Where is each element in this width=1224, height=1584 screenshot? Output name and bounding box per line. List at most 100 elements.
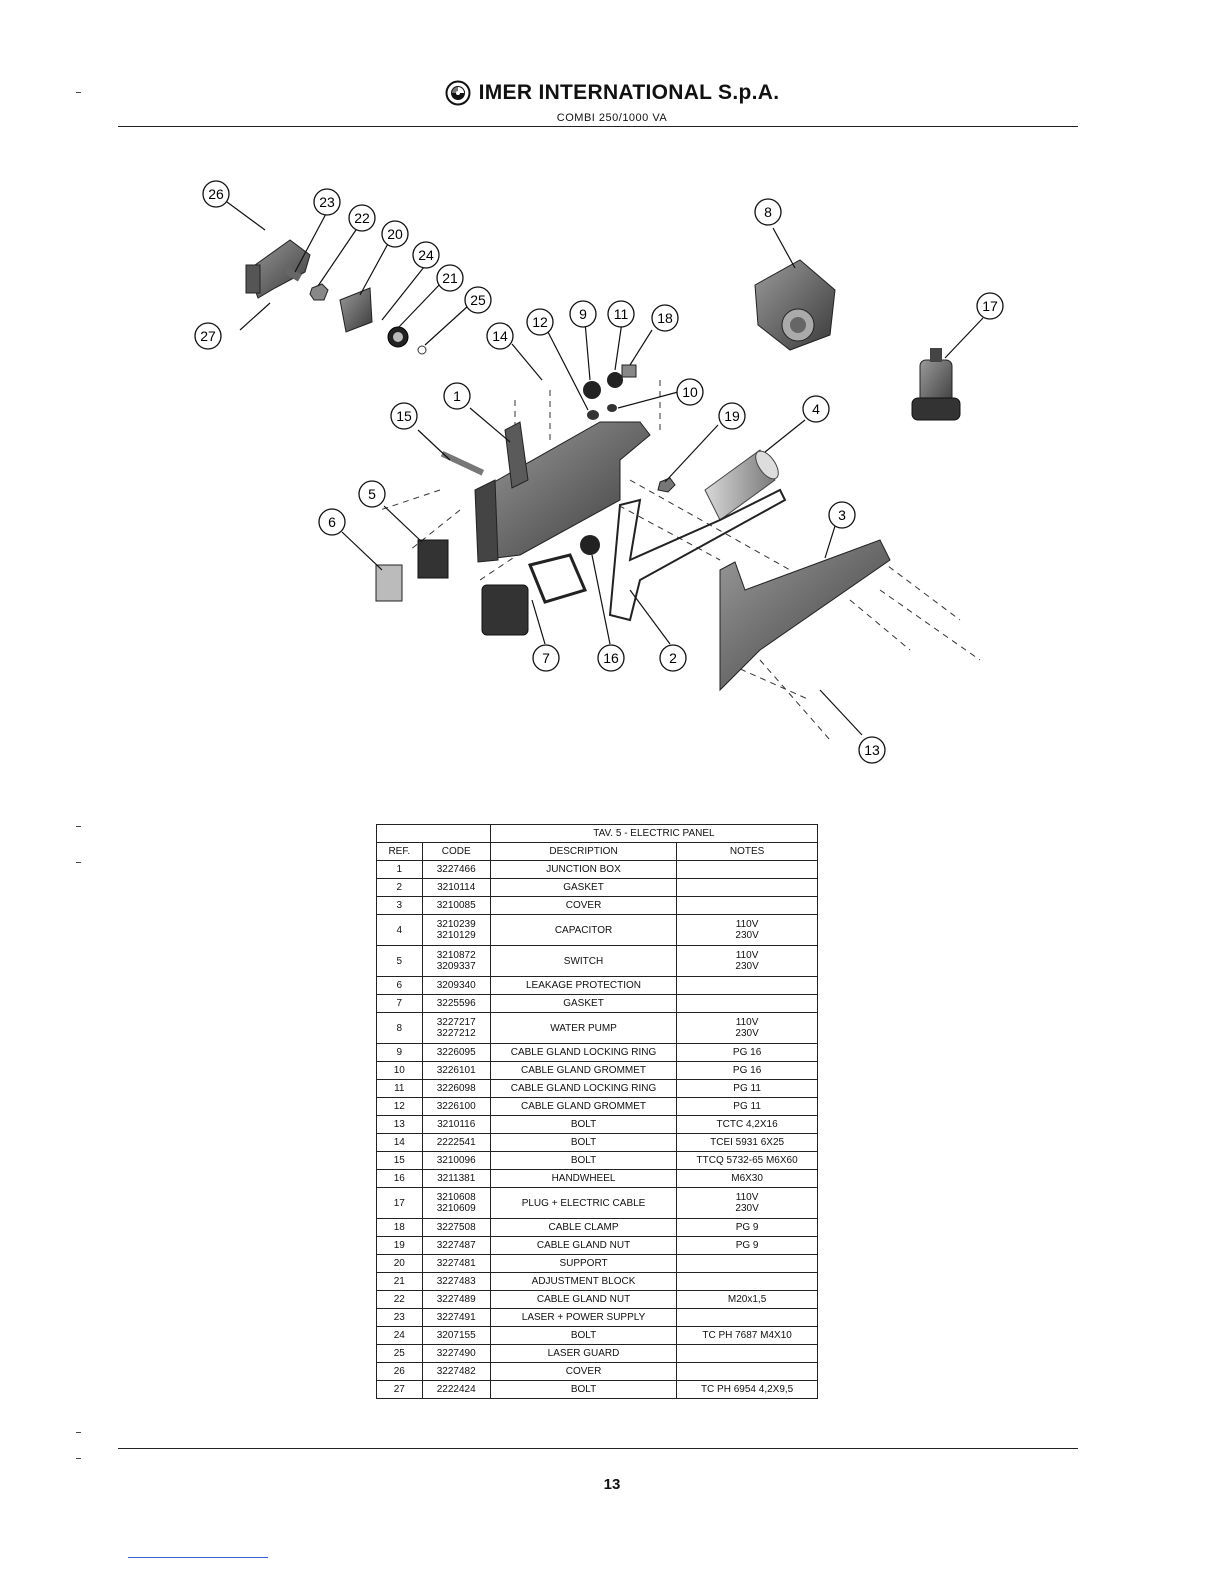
gland-nut-22 [309, 283, 329, 301]
note-value: TCEI 5931 6X25 [710, 1137, 785, 1148]
part-code: 3227490 [436, 1348, 476, 1359]
part-code: 3226095 [436, 1047, 476, 1058]
svg-text:12: 12 [532, 314, 548, 330]
column-header: REF. [376, 842, 423, 861]
margin-mark [76, 862, 81, 863]
description-cell: COVER [489, 896, 678, 915]
ref-cell: 9 [376, 1043, 423, 1062]
ref-cell: 7 [376, 994, 423, 1013]
code-cell: 3226100 [421, 1097, 491, 1116]
part-code: 3210239 [436, 919, 476, 930]
part-code: 3227212 [436, 1028, 476, 1039]
callout-badges: 26 23 22 20 24 21 25 27 8 17 14 12 9 11 … [194, 180, 1004, 764]
part-code: 3226100 [436, 1101, 476, 1112]
svg-text:22: 22 [354, 210, 370, 226]
callout: 24 [412, 241, 440, 269]
callout: 1 [443, 382, 471, 410]
svg-text:13: 13 [864, 742, 880, 758]
notes-cell: M20x1,5 [676, 1290, 818, 1309]
notes-cell [676, 1308, 818, 1327]
note-value: 110V [735, 1192, 759, 1203]
notes-cell: M6X30 [676, 1169, 818, 1188]
callout: 22 [348, 204, 376, 232]
page-header: IMER INTERNATIONAL S.p.A. COMBI 250/1000… [0, 80, 1224, 124]
notes-cell [676, 994, 818, 1013]
ref-cell: 14 [376, 1133, 423, 1152]
callout: 3 [828, 501, 856, 529]
description-cell: CAPACITOR [489, 914, 678, 946]
part-code: 3227466 [436, 864, 476, 875]
note-value: PG 11 [733, 1083, 761, 1094]
description-cell: HANDWHEEL [489, 1169, 678, 1188]
note-value: TTCQ 5732-65 M6X60 [696, 1155, 798, 1166]
code-cell: 3227490 [421, 1344, 491, 1363]
ref-cell: 1 [376, 860, 423, 879]
description-cell: CABLE GLAND GROMMET [489, 1061, 678, 1080]
ref-cell: 19 [376, 1236, 423, 1255]
header-rule [118, 126, 1078, 127]
part-code: 3210608 [436, 1192, 476, 1203]
description-cell: BOLT [489, 1133, 678, 1152]
description-cell: BOLT [489, 1115, 678, 1134]
note-value: 230V [735, 1028, 759, 1039]
note-value: M20x1,5 [727, 1294, 767, 1305]
code-cell: 3207155 [421, 1326, 491, 1345]
part-code: 3210129 [436, 930, 476, 941]
code-cell: 3225596 [421, 994, 491, 1013]
notes-cell: PG 16 [676, 1043, 818, 1062]
svg-text:9: 9 [579, 306, 587, 322]
ref-cell: 26 [376, 1362, 423, 1381]
code-cell: 3210085 [421, 896, 491, 915]
svg-text:10: 10 [682, 384, 698, 400]
ref-cell: 24 [376, 1326, 423, 1345]
notes-cell [676, 1254, 818, 1273]
notes-cell: PG 16 [676, 1061, 818, 1080]
code-cell: 3227482 [421, 1362, 491, 1381]
code-cell: 3210096 [421, 1151, 491, 1170]
note-value: 110V [735, 919, 759, 930]
ref-cell: 10 [376, 1061, 423, 1080]
notes-cell: TC PH 7687 M4X10 [676, 1326, 818, 1345]
svg-text:25: 25 [470, 292, 486, 308]
notes-cell [676, 976, 818, 995]
callout: 25 [464, 286, 492, 314]
note-value: 230V [735, 930, 759, 941]
part-code: 3227482 [436, 1366, 476, 1377]
part-code: 3210096 [436, 1155, 476, 1166]
description-cell: CABLE GLAND NUT [489, 1236, 678, 1255]
svg-text:21: 21 [442, 270, 458, 286]
description-cell: CABLE GLAND LOCKING RING [489, 1079, 678, 1098]
svg-text:2: 2 [669, 650, 677, 666]
description-cell: CABLE GLAND GROMMET [489, 1097, 678, 1116]
svg-text:5: 5 [368, 486, 376, 502]
callout: 27 [194, 322, 222, 350]
notes-cell [676, 1272, 818, 1291]
company-heading: IMER INTERNATIONAL S.p.A. [445, 80, 780, 106]
callout: 16 [597, 644, 625, 672]
callout: 19 [718, 402, 746, 430]
parts-table: TAV. 5 - ELECTRIC PANEL REF. CODE DESCRI… [376, 824, 819, 1399]
ref-cell: 17 [376, 1187, 423, 1219]
ref-cell: 12 [376, 1097, 423, 1116]
svg-text:19: 19 [724, 408, 740, 424]
exploded-parts-diagram: 26 23 22 20 24 21 25 27 8 17 14 12 9 11 … [194, 180, 1004, 764]
callout: 13 [858, 736, 886, 764]
code-cell: 3210114 [421, 878, 491, 897]
callout: 10 [676, 378, 704, 406]
ref-cell: 8 [376, 1012, 423, 1044]
svg-text:1: 1 [453, 388, 461, 404]
table-header-row: REF. CODE DESCRIPTION NOTES [376, 842, 818, 861]
notes-cell: PG 9 [676, 1218, 818, 1237]
notes-cell [676, 1362, 818, 1381]
